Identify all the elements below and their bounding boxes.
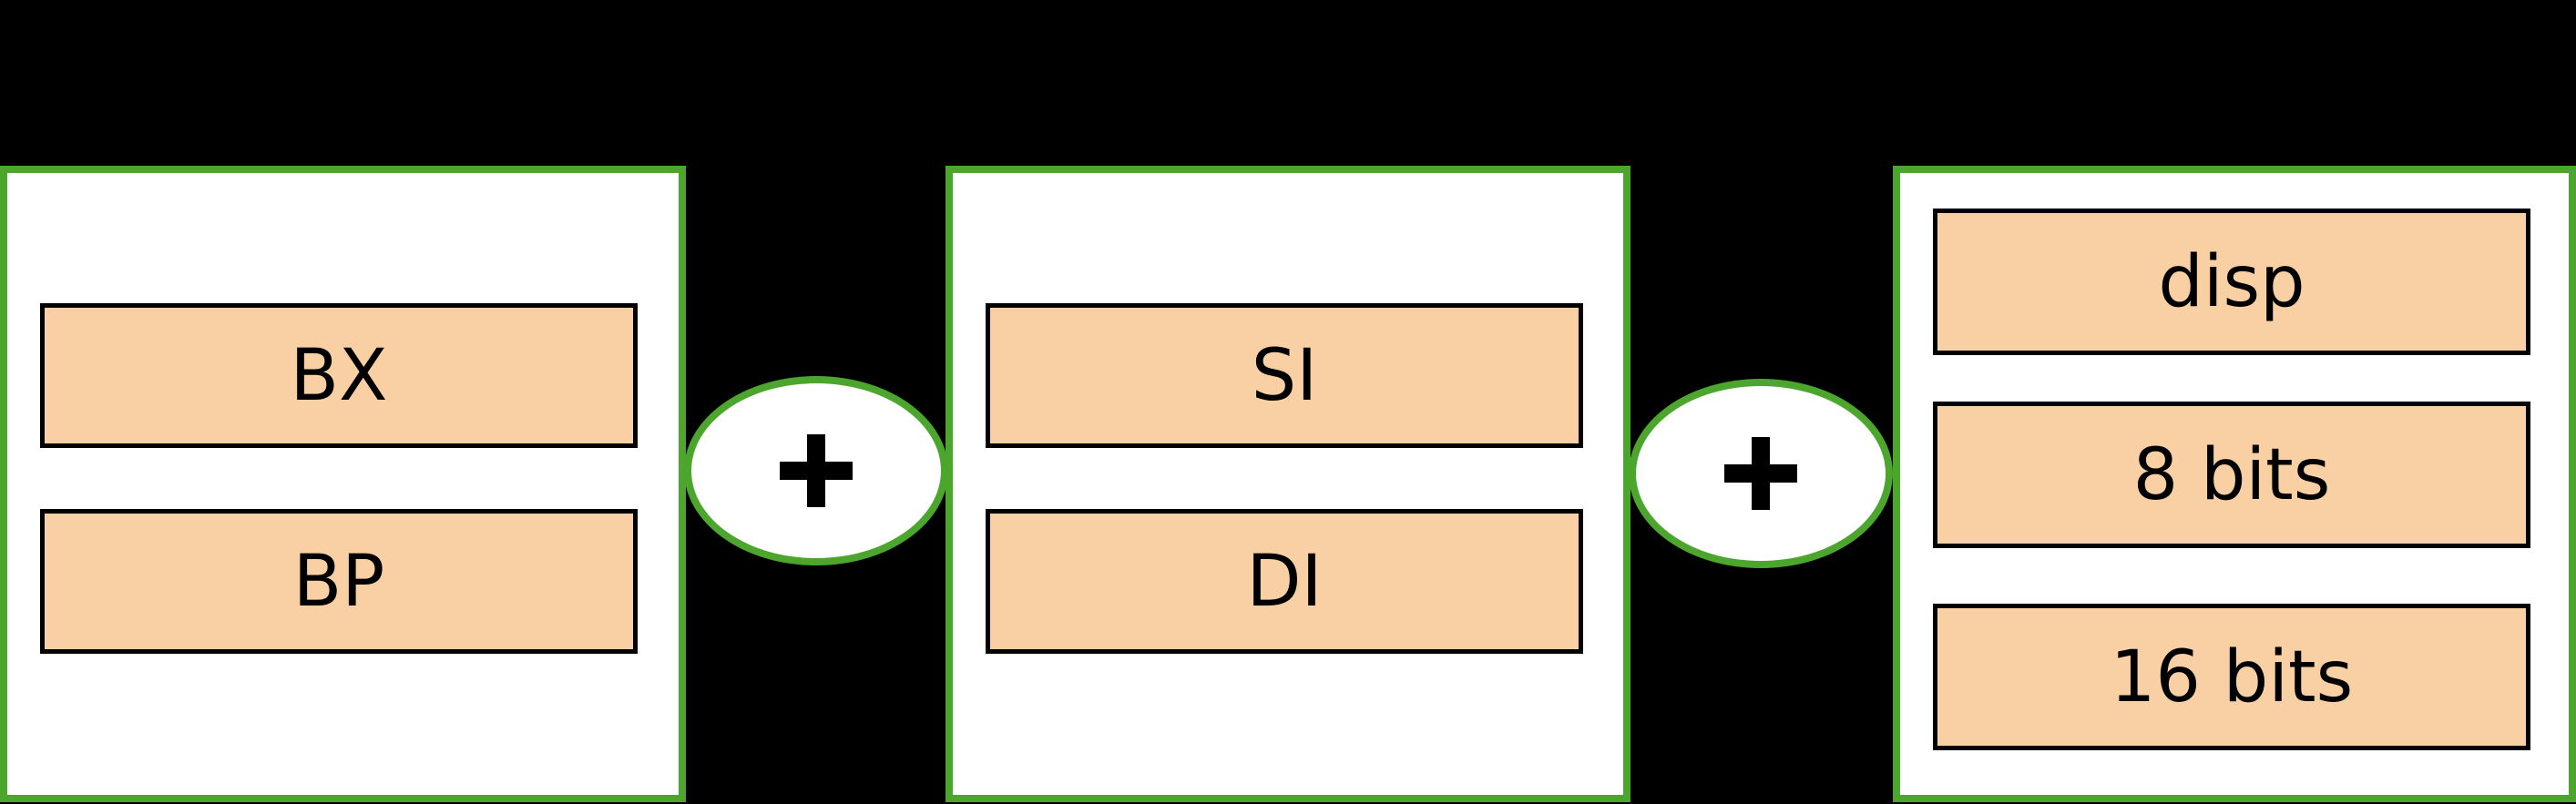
operator-ellipse-1 bbox=[684, 376, 948, 565]
displacement-label-16bits: 16 bits bbox=[2110, 636, 2354, 718]
operator-ellipse-2 bbox=[1629, 379, 1893, 568]
group-box-base-registers: BX BP bbox=[0, 166, 686, 802]
register-label-si: SI bbox=[1251, 334, 1318, 417]
displacement-cell-disp: disp bbox=[1933, 209, 2530, 355]
group-box-displacement: disp 8 bits 16 bits bbox=[1893, 166, 2576, 802]
displacement-cell-16bits: 16 bits bbox=[1933, 604, 2530, 750]
register-label-bp: BP bbox=[292, 540, 385, 623]
register-cell-bp: BP bbox=[40, 509, 638, 654]
plus-icon bbox=[1724, 437, 1797, 510]
register-label-di: DI bbox=[1246, 540, 1323, 623]
register-cell-di: DI bbox=[986, 509, 1583, 654]
register-cell-bx: BX bbox=[40, 303, 638, 448]
displacement-label-8bits: 8 bits bbox=[2132, 433, 2331, 516]
displacement-label-disp: disp bbox=[2158, 240, 2305, 323]
displacement-cell-8bits: 8 bits bbox=[1933, 402, 2530, 548]
plus-icon bbox=[780, 434, 853, 507]
group-box-index-registers: SI DI bbox=[946, 166, 1630, 802]
register-cell-si: SI bbox=[986, 303, 1583, 448]
register-label-bx: BX bbox=[290, 334, 388, 417]
